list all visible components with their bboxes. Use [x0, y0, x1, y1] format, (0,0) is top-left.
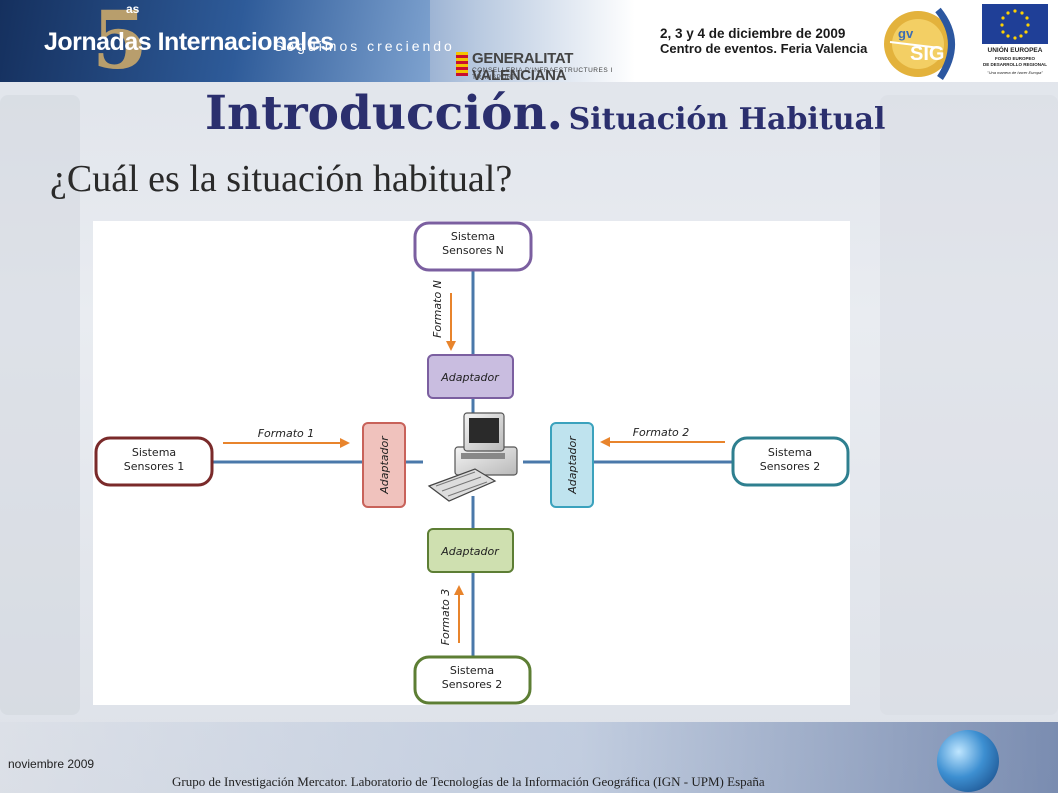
background-shape	[880, 95, 1058, 715]
edition-suffix: as	[126, 2, 140, 16]
adapter-top: Adaptador	[427, 354, 514, 399]
generalitat-emblem-icon	[456, 52, 468, 76]
slide-question: ¿Cuál es la situación habitual?	[50, 158, 513, 200]
eu-flag-icon	[982, 4, 1048, 44]
event-place: Centro de eventos. Feria Valencia	[660, 41, 868, 56]
footer-band	[0, 722, 1058, 793]
event-banner: 5 as Jornadas Internacionales Seguimos c…	[0, 0, 1058, 87]
gvsig-logo: gv SIG	[884, 7, 955, 80]
adapter-top-label: Adaptador	[440, 371, 500, 384]
sensor-system-top-line2: Sensores N	[442, 244, 504, 257]
adapter-right-label: Adaptador	[566, 435, 579, 495]
slide-date: noviembre 2009	[8, 757, 95, 771]
format-label-top: Formato N	[431, 280, 444, 338]
generalitat-logo: GENERALITAT VALENCIANA CONSELLERIA D'INF…	[456, 50, 638, 84]
slide-title-main: Introducción.	[205, 86, 563, 141]
eu-fund-line2: DE DESARROLLO REGIONAL	[982, 62, 1047, 67]
background-shape	[0, 95, 80, 715]
sensor-system-top-line1: Sistema	[451, 230, 495, 243]
computer-icon	[427, 412, 518, 502]
slide-title-sub: Situación Habitual	[568, 102, 886, 137]
format-label-right: Formato 2	[633, 426, 690, 439]
event-banner-left	[0, 0, 430, 82]
svg-text:gv: gv	[898, 26, 914, 41]
slide-title: Introducción. Situación Habitual	[205, 86, 885, 141]
eu-title: UNIÓN EUROPEA	[987, 47, 1043, 54]
format-label-left: Formato 1	[258, 427, 315, 440]
event-slogan: Seguimos creciendo	[274, 38, 455, 54]
edition-number: 5	[92, 0, 148, 87]
generalitat-subtitle: CONSELLERIA D'INFRAESTRUCTURES I TRANSPO…	[472, 67, 613, 81]
adapter-bottom: Adaptador	[427, 528, 514, 573]
eu-motto: "Una manera de hacer Europa"	[987, 70, 1043, 75]
adapter-bottom-label: Adaptador	[440, 545, 500, 558]
footer-credit: Grupo de Investigación Mercator. Laborat…	[172, 774, 765, 789]
eu-fund-line1: FONDO EUROPEO	[994, 56, 1035, 61]
format-label-bottom: Formato 3	[439, 589, 452, 646]
event-dates: 2, 3 y 4 de diciembre de 2009	[660, 26, 846, 41]
gvsig-logo-text: SIG	[910, 43, 944, 65]
event-name: Jornadas Internacionales	[44, 28, 334, 56]
eu-logo: UNIÓN EUROPEA FONDO EUROPEO DE DESARROLL…	[978, 4, 1052, 78]
adapter-right: Adaptador	[550, 422, 594, 508]
adapter-left-label: Adaptador	[378, 435, 391, 495]
adapter-left: Adaptador	[362, 422, 406, 508]
generalitat-name: GENERALITAT VALENCIANA	[472, 50, 574, 84]
globe-logo	[937, 730, 999, 792]
